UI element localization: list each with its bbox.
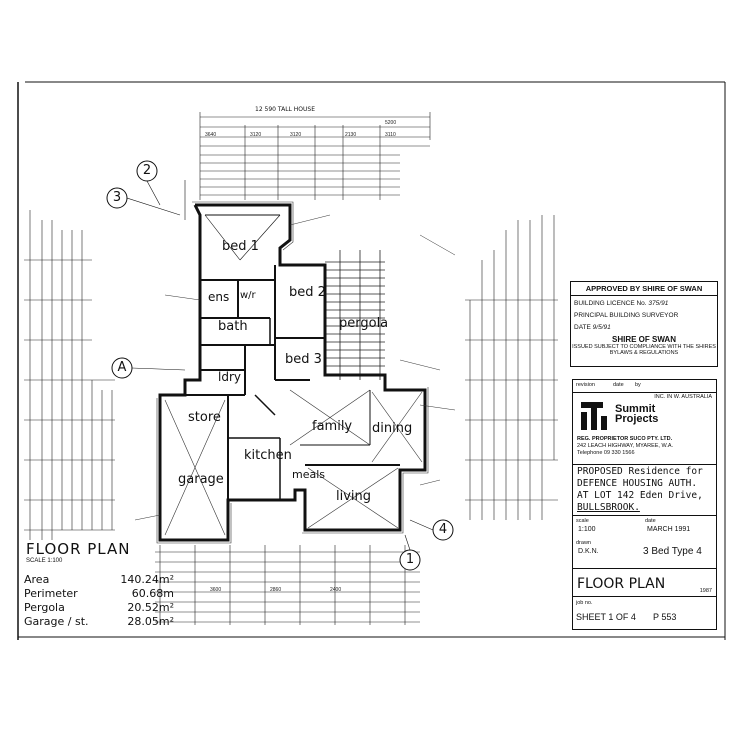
revision-date-label: date	[613, 382, 624, 388]
area-value: 20.52m²	[127, 601, 174, 614]
left-dimension-lines	[24, 210, 115, 540]
room-label-ens: ens	[208, 290, 230, 304]
grid-leader-lines	[126, 180, 434, 551]
room-label-dining: dining	[372, 421, 413, 436]
project-line: AT LOT 142 Eden Drive,	[577, 490, 703, 501]
job-block: job no. SHEET 1 OF 4 P 553	[573, 596, 716, 630]
top-dimension-lines	[199, 112, 431, 200]
room-label-kitchen: kitchen	[244, 448, 292, 463]
company-proprietor: REG. PROPRIETOR SUCO PTY. LTD.	[577, 436, 673, 442]
sheet-title: FLOOR PLAN	[577, 576, 666, 592]
area-row: Area 140.24m²	[24, 573, 174, 587]
area-row: Pergola 20.52m²	[24, 601, 174, 615]
company-inc: INC. IN W. AUSTRALIA	[654, 394, 712, 400]
company-reg: REG. PROPRIETOR SUCO PTY. LTD. 242 LEACH…	[577, 436, 673, 457]
stamp-conditions: ISSUED SUBJECT TO COMPLIANCE WITH THE SH…	[572, 344, 716, 356]
meta-date-value: MARCH 1991	[647, 526, 691, 533]
project-line: BULLSBROOK.	[577, 502, 640, 513]
area-label: Pergola	[24, 601, 65, 614]
company-name-line2: Projects	[615, 413, 659, 425]
area-row: Garage / st. 28.05m²	[24, 615, 174, 629]
plan-number: P 553	[653, 612, 677, 622]
room-label-bed1: bed 1	[222, 239, 259, 254]
pergola-hatching	[325, 250, 385, 380]
stamp-heading: APPROVED BY SHIRE OF SWAN	[571, 282, 717, 296]
plan-top-dimension: 12 590 TALL HOUSE	[255, 106, 316, 113]
project-description: PROPOSED Residence for DEFENCE HOUSING A…	[573, 464, 716, 516]
room-label-ldry: ldry	[218, 370, 241, 384]
room-label-living: living	[336, 489, 372, 504]
building-walls	[158, 203, 427, 542]
company-name-line1: Summit	[615, 403, 656, 415]
grid-label-1: 1	[405, 552, 415, 567]
area-row: Perimeter 60.68m	[24, 587, 174, 601]
stamp-date: DATE 9/5/91	[571, 323, 717, 332]
stamp-licence-no: 375/91	[648, 300, 669, 307]
meta-date-label: date	[645, 518, 656, 524]
area-table: Area 140.24m² Perimeter 60.68m Pergola 20.5…	[24, 573, 174, 629]
grid-label-3: 3	[112, 190, 122, 205]
revision-by-label: by	[635, 382, 641, 388]
stamp-licence: BUILDING LICENCE No. 375/91	[571, 299, 717, 308]
area-value: 140.24m²	[120, 573, 174, 586]
room-label-wir: w/r	[240, 290, 256, 301]
grid-label-4: 4	[438, 522, 448, 537]
meta-scale-label: scale	[576, 518, 589, 524]
project-line: PROPOSED Residence for	[577, 466, 703, 477]
meta-type: 3 Bed Type 4	[643, 546, 702, 557]
grid-label-a: A	[117, 360, 127, 375]
annotation-leaders	[134, 214, 456, 521]
room-label-pergola: pergola	[339, 316, 389, 331]
stamp-shire: SHIRE OF SWAN	[611, 335, 676, 344]
area-label: Area	[24, 573, 50, 586]
room-label-family: family	[312, 419, 353, 434]
area-label: Perimeter	[24, 587, 78, 600]
area-value: 60.68m	[131, 587, 174, 600]
project-line: DEFENCE HOUSING AUTH.	[577, 478, 698, 489]
company-address: 242 LEACH HIGHWAY, MYAREE, W.A.	[577, 443, 674, 449]
wall-detail-lines	[156, 201, 429, 544]
company-block: INC. IN W. AUSTRALIA Summit Projects REG…	[573, 392, 716, 465]
stamp-date-value: 9/5/91	[592, 324, 611, 331]
room-label-bath: bath	[218, 319, 248, 334]
sheet-border	[17, 81, 726, 640]
room-label-garage: garage	[178, 472, 224, 487]
sheet-number: SHEET 1 OF 4	[576, 612, 636, 622]
area-label: Garage / st.	[24, 615, 89, 628]
company-phone: Telephone 09 330 1566	[577, 450, 635, 456]
stamp-date-label: DATE	[574, 324, 591, 331]
drawing-meta: scale 1:100 date MARCH 1991 drawn D.K.N.…	[573, 516, 716, 569]
title-block: revision date by INC. IN W. AUSTRALIA Su…	[572, 379, 717, 630]
floor-plan-scale: SCALE 1:100	[26, 558, 63, 564]
grid-label-2: 2	[142, 163, 152, 178]
room-label-bed3: bed 3	[285, 352, 322, 367]
company-name: Summit Projects	[615, 403, 659, 425]
meta-drawn-label: drawn	[576, 540, 591, 546]
sheet-year: 1987	[699, 588, 712, 594]
stamp-surveyor: PRINCIPAL BUILDING SURVEYOR	[574, 312, 679, 319]
job-label: job no.	[576, 600, 593, 606]
bottom-dimension-lines	[155, 545, 420, 625]
meta-scale-value: 1:100	[578, 526, 596, 533]
summit-logo-icon	[581, 402, 607, 430]
approval-stamp: APPROVED BY SHIRE OF SWAN BUILDING LICEN…	[570, 281, 718, 367]
revision-row: revision date by	[573, 380, 716, 393]
stamp-licence-label: BUILDING LICENCE No.	[574, 300, 647, 307]
revision-label: revision	[576, 382, 595, 388]
floor-plan-title: FLOOR PLAN	[26, 540, 131, 558]
room-label-store: store	[188, 410, 221, 425]
area-value: 28.05m²	[127, 615, 174, 628]
meta-drawn-value: D.K.N.	[578, 548, 599, 555]
room-label-bed2: bed 2	[289, 285, 326, 300]
room-label-meals: meals	[292, 468, 326, 481]
right-dimension-lines	[465, 215, 558, 520]
